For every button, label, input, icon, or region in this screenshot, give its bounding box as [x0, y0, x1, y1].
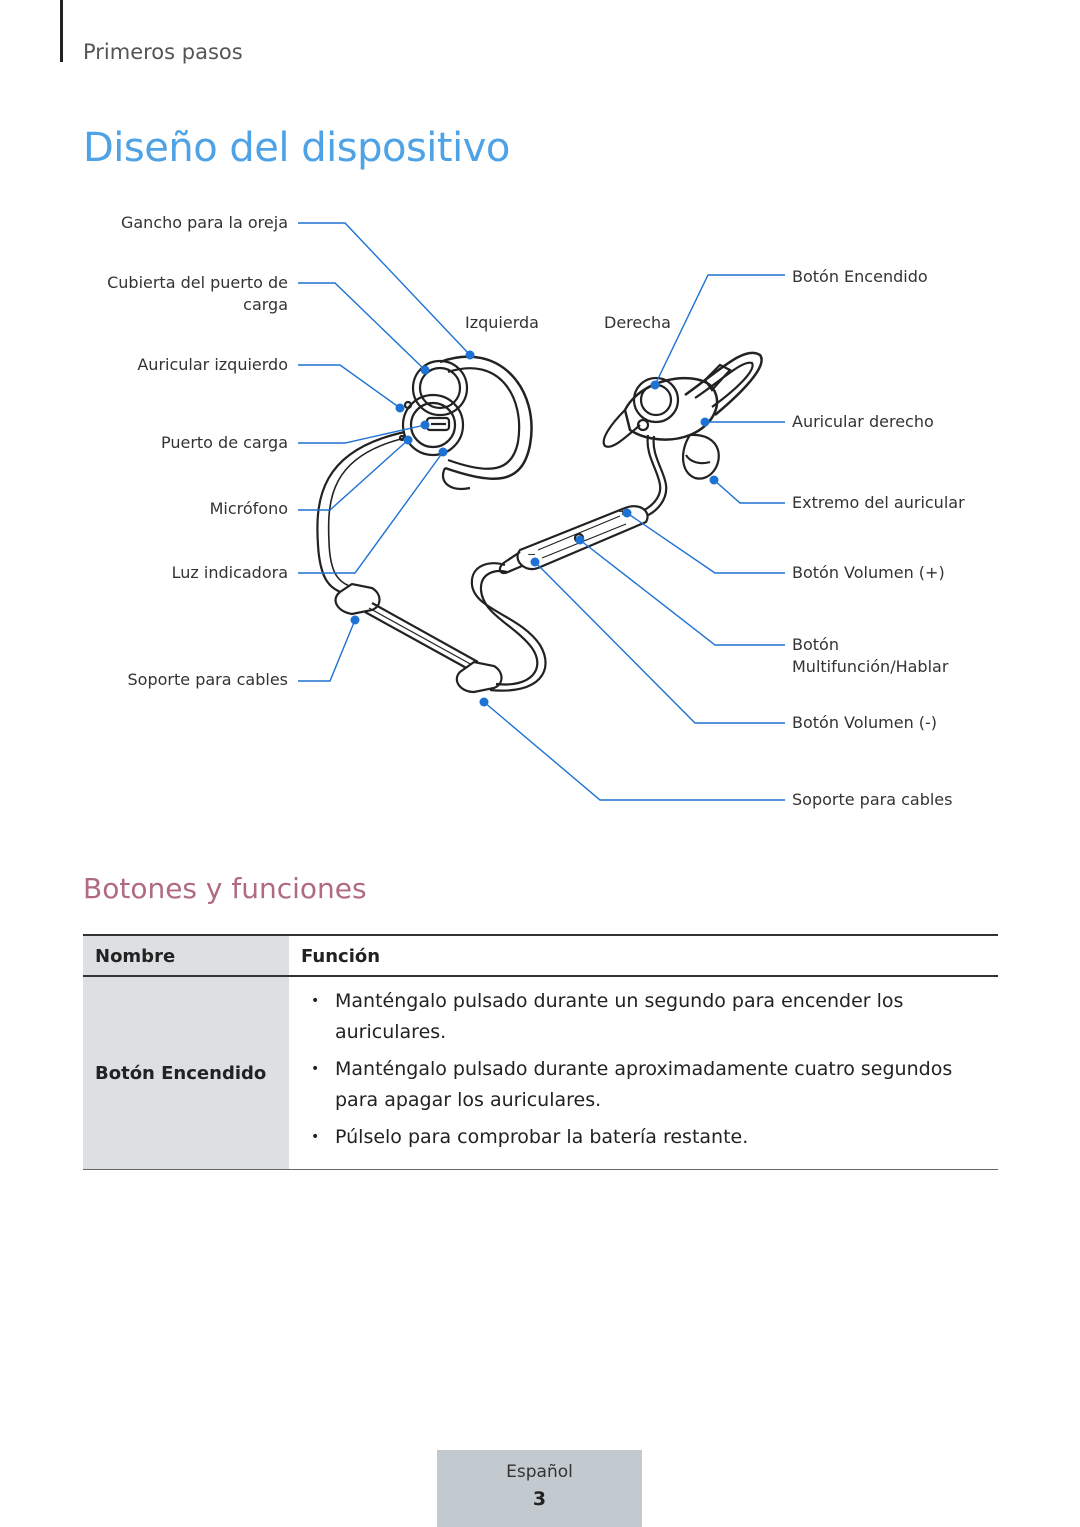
- table-header-row: Nombre Función: [83, 934, 998, 977]
- buttons-table: Nombre Función Botón Encendido Manténgal…: [83, 934, 998, 1170]
- label-right-earbud: Auricular derecho: [792, 412, 934, 431]
- label-left-side: Izquierda: [465, 313, 539, 332]
- function-list: Manténgalo pulsado durante un segundo pa…: [307, 986, 998, 1153]
- label-microphone: Micrófono: [209, 499, 288, 518]
- label-charging-cover-2: carga: [243, 295, 288, 314]
- page-footer: Español 3: [437, 1450, 642, 1527]
- label-volume-up: Botón Volumen (+): [792, 563, 945, 582]
- callout-dots: [350, 350, 719, 707]
- header-rule: [60, 0, 63, 62]
- right-earbud-drawing: + −: [498, 351, 763, 575]
- row-function: Manténgalo pulsado durante un segundo pa…: [289, 976, 998, 1170]
- left-earbud-drawing: [316, 355, 547, 694]
- list-item: Manténgalo pulsado durante un segundo pa…: [307, 986, 998, 1048]
- label-cable-holder-left: Soporte para cables: [127, 670, 288, 689]
- label-right-side: Derecha: [604, 313, 671, 332]
- label-charging-port: Puerto de carga: [160, 433, 288, 452]
- section-label: Primeros pasos: [83, 40, 243, 64]
- label-ear-hook: Gancho para la oreja: [120, 213, 288, 232]
- header-name: Nombre: [83, 934, 289, 977]
- label-volume-down: Botón Volumen (-): [792, 713, 938, 732]
- label-left-earbud: Auricular izquierdo: [137, 355, 288, 374]
- list-item: Manténgalo pulsado durante aproximadamen…: [307, 1054, 998, 1116]
- callout-lines: [298, 222, 785, 801]
- label-indicator-light: Luz indicadora: [171, 563, 288, 582]
- label-charging-cover-1: Cubierta del puerto de: [107, 273, 288, 292]
- label-multifunction-2: Multifunción/Hablar: [792, 657, 949, 676]
- device-illustration: + −: [298, 222, 785, 801]
- page-title: Diseño del dispositivo: [83, 125, 510, 171]
- header-function: Función: [289, 934, 998, 977]
- footer-language: Español: [506, 1462, 573, 1482]
- page-number: 3: [532, 1488, 547, 1510]
- svg-text:+: +: [618, 505, 627, 518]
- table-row: Botón Encendido Manténgalo pulsado duran…: [83, 976, 998, 1170]
- section-subtitle: Botones y funciones: [83, 872, 367, 905]
- label-multifunction-1: Botón: [792, 635, 839, 654]
- label-cable-holder-right: Soporte para cables: [792, 790, 953, 809]
- device-diagram: + −: [0, 200, 1080, 840]
- label-ear-tip: Extremo del auricular: [792, 493, 965, 512]
- svg-text:−: −: [527, 548, 536, 561]
- row-name: Botón Encendido: [83, 976, 289, 1170]
- list-item: Púlselo para comprobar la batería restan…: [307, 1122, 998, 1153]
- label-power-button: Botón Encendido: [792, 267, 928, 286]
